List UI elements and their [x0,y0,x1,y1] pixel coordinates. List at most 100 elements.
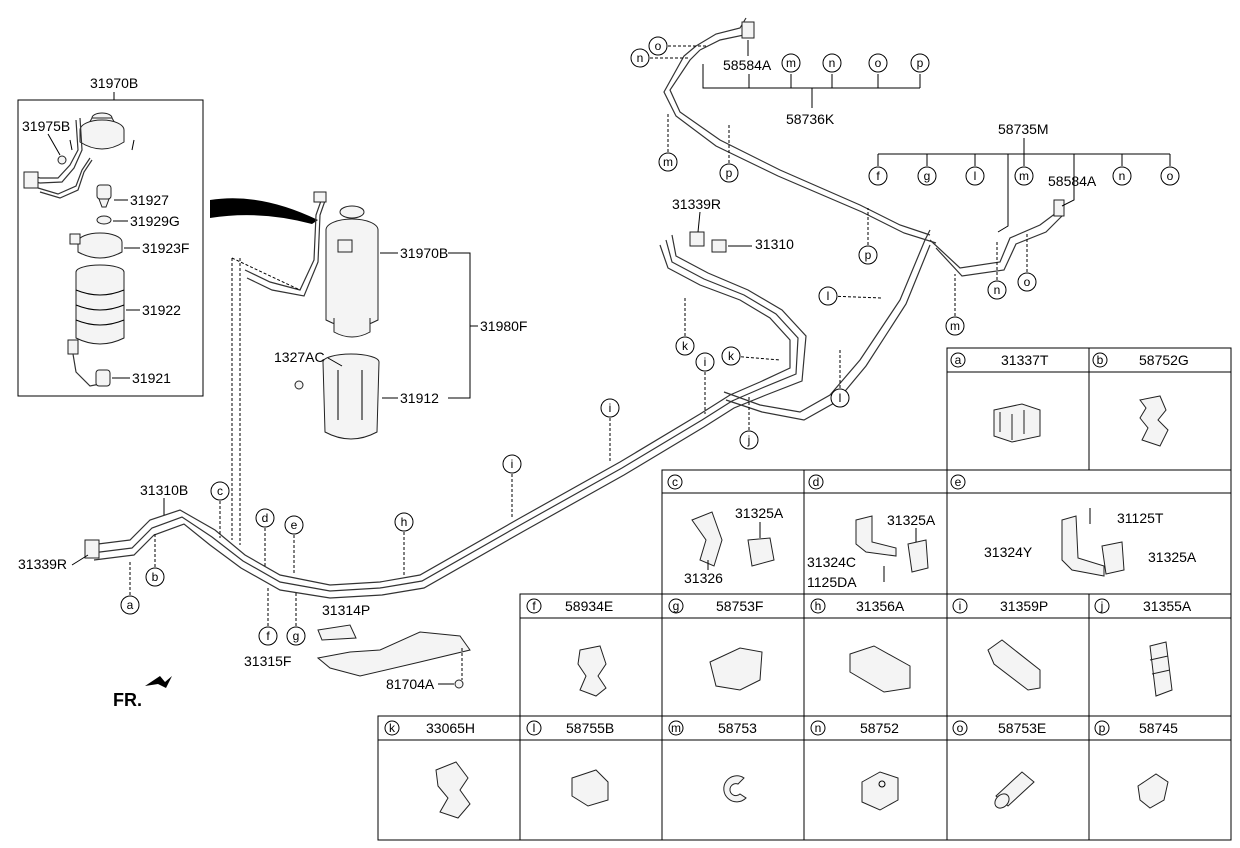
group-b-circle-o [1160,166,1180,186]
svg-text:1125DA: 1125DA [807,574,857,590]
oring-part [96,215,112,225]
callout-circle-l2 [830,388,850,408]
svg-text:b: b [1097,353,1104,367]
sensor-part [96,184,112,208]
svg-text:58753: 58753 [718,720,757,736]
callout-letter-e: e [291,518,298,532]
group-a-circle-m [781,53,801,73]
table-cell-l: l 58755B [526,720,614,807]
group-b-letter-n: n [1119,169,1126,183]
table-cell-a: a 31337T [950,352,1049,443]
parts-table [377,347,1232,841]
callout-letter-m2: m [950,319,960,333]
heat-shield-part [316,624,471,689]
table-cell-k: k 33065H [384,720,475,819]
callout-letter-k1: k [682,339,689,353]
group-b-circle-n [1112,166,1132,186]
svg-text:31325A: 31325A [887,512,936,528]
svg-text:h: h [815,599,822,613]
callout-circle-m1 [658,152,678,172]
group-b-circle-m [1014,166,1034,186]
filter-head-part [69,112,135,151]
group-b-letter-o: o [1167,169,1174,183]
group-a-letter-o: o [875,56,882,70]
callout-circle-m2 [945,316,965,336]
svg-text:31325A: 31325A [1148,549,1197,565]
table-cell-n: n 58752 [810,720,899,811]
table-cell-d: d 31325A 31324C 1125DA [807,474,936,590]
table-cell-b: b 58752G [1092,352,1189,447]
callout-circle-o1 [648,36,668,56]
callout-circle-i1 [502,454,522,474]
heater-part [69,232,123,259]
callout-circle-c [210,481,230,501]
group-b-circle-g [917,166,937,186]
svg-text:c: c [672,475,678,489]
group-a-letter-m: m [786,56,796,70]
svg-text:d: d [813,475,820,489]
callout-letter-o1: o [655,39,662,53]
callout-circle-l1 [818,286,838,306]
callout-circle-g [286,626,306,646]
group-a-circle-o [868,53,888,73]
label-58736k: 58736K [786,111,835,127]
svg-text:31359P: 31359P [1000,598,1048,614]
svg-text:g: g [673,599,680,613]
table-cell-o: o 58753E [952,720,1046,809]
group-b-letter-g: g [924,169,931,183]
callout-letter-j: j [747,433,751,447]
callout-circle-e [284,515,304,535]
label-58584a-top: 58584A [723,57,772,73]
callout-circle-a [120,595,140,615]
fuel-filter-assembly [244,191,379,338]
svg-text:n: n [815,721,822,735]
callout-circle-o2 [1017,272,1037,292]
callout-letter-o2: o [1024,275,1031,289]
callout-letter-g: g [293,629,300,643]
svg-text:m: m [671,721,681,735]
callout-letter-n2: n [994,283,1001,297]
svg-text:31355A: 31355A [1143,598,1192,614]
filter-box-title: 31970B [90,75,138,91]
cell-letter: a [955,353,962,367]
callout-circle-k2 [721,346,741,366]
svg-text:l: l [533,721,536,735]
callout-circle-n1 [630,48,650,68]
svg-text:58752G: 58752G [1139,352,1189,368]
callout-circle-h [394,512,414,532]
label-31912: 31912 [400,390,439,406]
svg-text:58934E: 58934E [565,598,613,614]
callout-letter-p1: p [726,166,733,180]
group-b-letter-f: f [876,169,880,183]
svg-text:j: j [1100,599,1104,613]
svg-text:58755B: 58755B [566,720,614,736]
svg-text:p: p [1099,721,1106,735]
svg-text:f: f [532,599,536,613]
callout-letter-l2: l [839,391,842,405]
table-cell-g: g 58753F [668,598,763,691]
table-cell-c: c 31325A 31326 [667,474,784,586]
callout-circle-p1 [719,163,739,183]
label-31980f: 31980F [480,318,527,334]
bolt-part [294,380,304,390]
callout-letter-b: b [152,570,159,584]
label-1327ac: 1327AC [274,349,325,365]
label-31310b: 31310B [140,482,188,498]
group-a-letter-p: p [917,56,924,70]
label-31970b-center: 31970B [400,245,448,261]
svg-text:31324C: 31324C [807,554,856,570]
label-31315f: 31315F [244,653,291,669]
front-arrow-icon [145,676,172,688]
callout-circle-d [255,508,275,528]
callout-circle-n2 [987,280,1007,300]
svg-text:31325A: 31325A [735,505,784,521]
label-31339r-right: 31339R [672,196,721,212]
label-58584a-right: 58584A [1048,173,1097,189]
callout-leader [730,355,781,361]
label-58735m: 58735M [998,121,1049,137]
svg-text:31125T: 31125T [1117,510,1164,526]
callout-circle-i2 [600,398,620,418]
callout-letter-i2: i [609,401,612,415]
table-cell-e: e 31125T 31324Y 31325A [950,474,1197,577]
callout-leader [827,295,883,299]
